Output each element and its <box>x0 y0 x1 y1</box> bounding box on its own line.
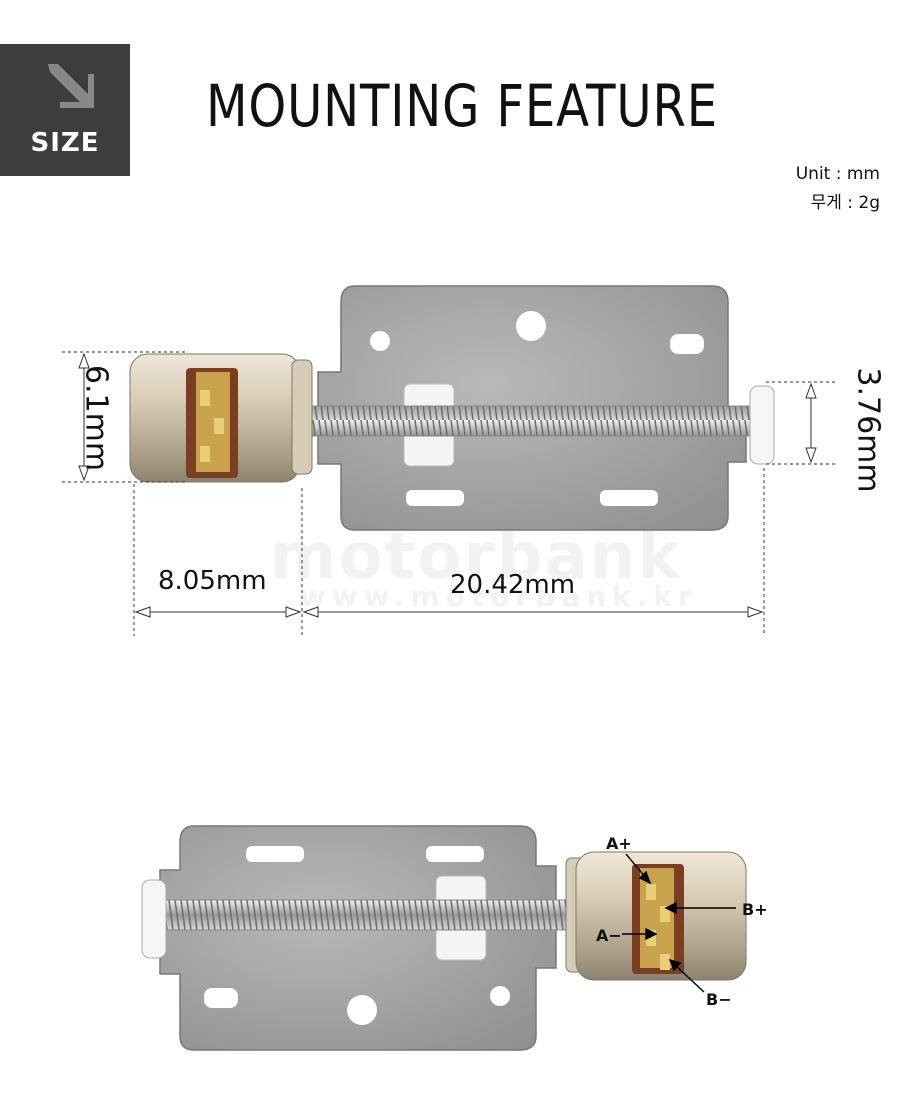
spec-meta: Unit : mm 무게 : 2g <box>796 160 880 218</box>
dimension-arrows <box>78 352 817 618</box>
watermark-url: www.motorbank.kr <box>300 580 698 613</box>
weight-text: 무게 : 2g <box>810 193 880 213</box>
arrow-down-right-icon <box>48 64 94 108</box>
plate-hole <box>490 986 510 1006</box>
plate-hole <box>516 311 546 341</box>
watermark-brand: motorbank <box>270 520 682 594</box>
page-title: MOUNTING FEATURE <box>206 72 718 140</box>
end-bearing <box>141 879 167 959</box>
plate-hole <box>370 331 390 351</box>
pin-label-b-minus: B− <box>706 990 732 1009</box>
dimension-guides <box>62 351 836 636</box>
plate-slot <box>670 334 704 354</box>
end-bearing <box>749 385 775 465</box>
dimension-shaft-label: 3.76mm <box>850 367 886 493</box>
plate-slot <box>426 846 484 862</box>
dimension-diameter-label: 6.1mm <box>78 364 114 472</box>
size-badge: SIZE <box>0 44 130 176</box>
pin-label-b-plus: B+ <box>742 900 768 919</box>
dimension-rail-length-label: 20.42mm <box>450 570 576 600</box>
plate-slot <box>406 490 464 506</box>
pin-leader-lines <box>622 853 736 993</box>
size-badge-label: SIZE <box>30 128 100 158</box>
lead-screw <box>165 899 583 931</box>
plate-slot <box>204 988 238 1008</box>
plate-slot <box>600 490 658 506</box>
motor-flange <box>291 359 313 475</box>
pin-label-a-minus: A− <box>596 926 622 945</box>
dimension-motor-length-label: 8.05mm <box>158 566 267 596</box>
pin-label-a-plus: A+ <box>606 834 632 853</box>
plate-slot <box>246 846 304 862</box>
plate-hole <box>347 995 377 1025</box>
unit-text: Unit : mm <box>795 164 880 184</box>
